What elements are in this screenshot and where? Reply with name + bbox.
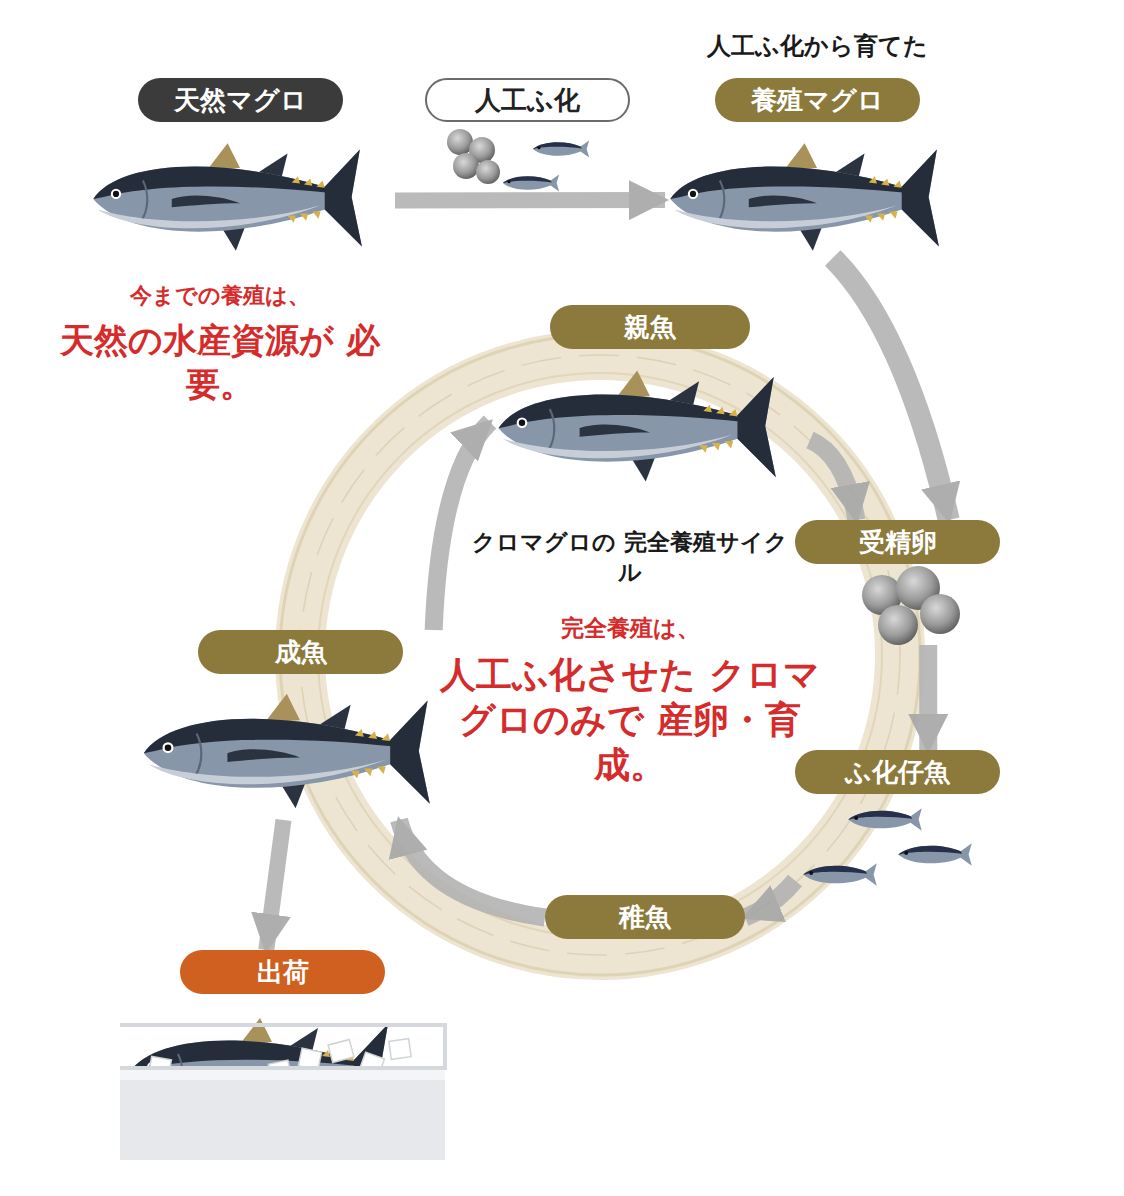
flow-arrow (810, 440, 857, 520)
flow-arrow (919, 645, 937, 750)
note-text: 今までの養殖は、 (60, 282, 380, 311)
stage-label-pill: 天然マグロ (138, 78, 343, 122)
stage-label-pill: 稚魚 (545, 895, 745, 939)
stage-label-pill: 成魚 (198, 630, 403, 674)
node-heading: 人工ふ化から育てた (665, 30, 970, 62)
stage-label-pill: 人工ふ化 (425, 78, 630, 122)
stage-label-pill: 親魚 (550, 305, 750, 349)
cycle-title: クロマグロの 完全養殖サイクル (470, 528, 790, 588)
flow-arrow (266, 820, 283, 950)
note-text: 人工ふ化させた クロマグロのみで 産卵・育成。 (440, 652, 820, 787)
flow-arrow (745, 881, 795, 918)
stage-label-pill: 受精卵 (795, 520, 1000, 564)
stage-node: 天然マグロ (85, 78, 395, 258)
stage-node: 人工ふ化から育てた養殖マグロ (665, 30, 970, 258)
stage-node: 親魚 (490, 305, 810, 485)
stage-node: 出荷 (120, 950, 445, 1160)
flow-arrow (434, 422, 490, 630)
stage-node: ふ化仔魚 (795, 750, 1000, 895)
flow-arrow (399, 820, 545, 918)
stage-label-pill: ふ化仔魚 (795, 750, 1000, 794)
flow-arrow (395, 192, 665, 208)
stage-label-pill: 養殖マグロ (715, 78, 920, 122)
stage-node: 成魚 (135, 630, 465, 820)
stage-node: 稚魚 (545, 895, 745, 940)
stage-node: 人工ふ化 (425, 78, 630, 122)
note-text: 完全養殖は、 (470, 614, 790, 644)
stage-label-pill: 出荷 (180, 950, 385, 994)
stage-node: 受精卵 (795, 520, 1000, 645)
note-text: 天然の水産資源が 必要。 (40, 318, 400, 406)
